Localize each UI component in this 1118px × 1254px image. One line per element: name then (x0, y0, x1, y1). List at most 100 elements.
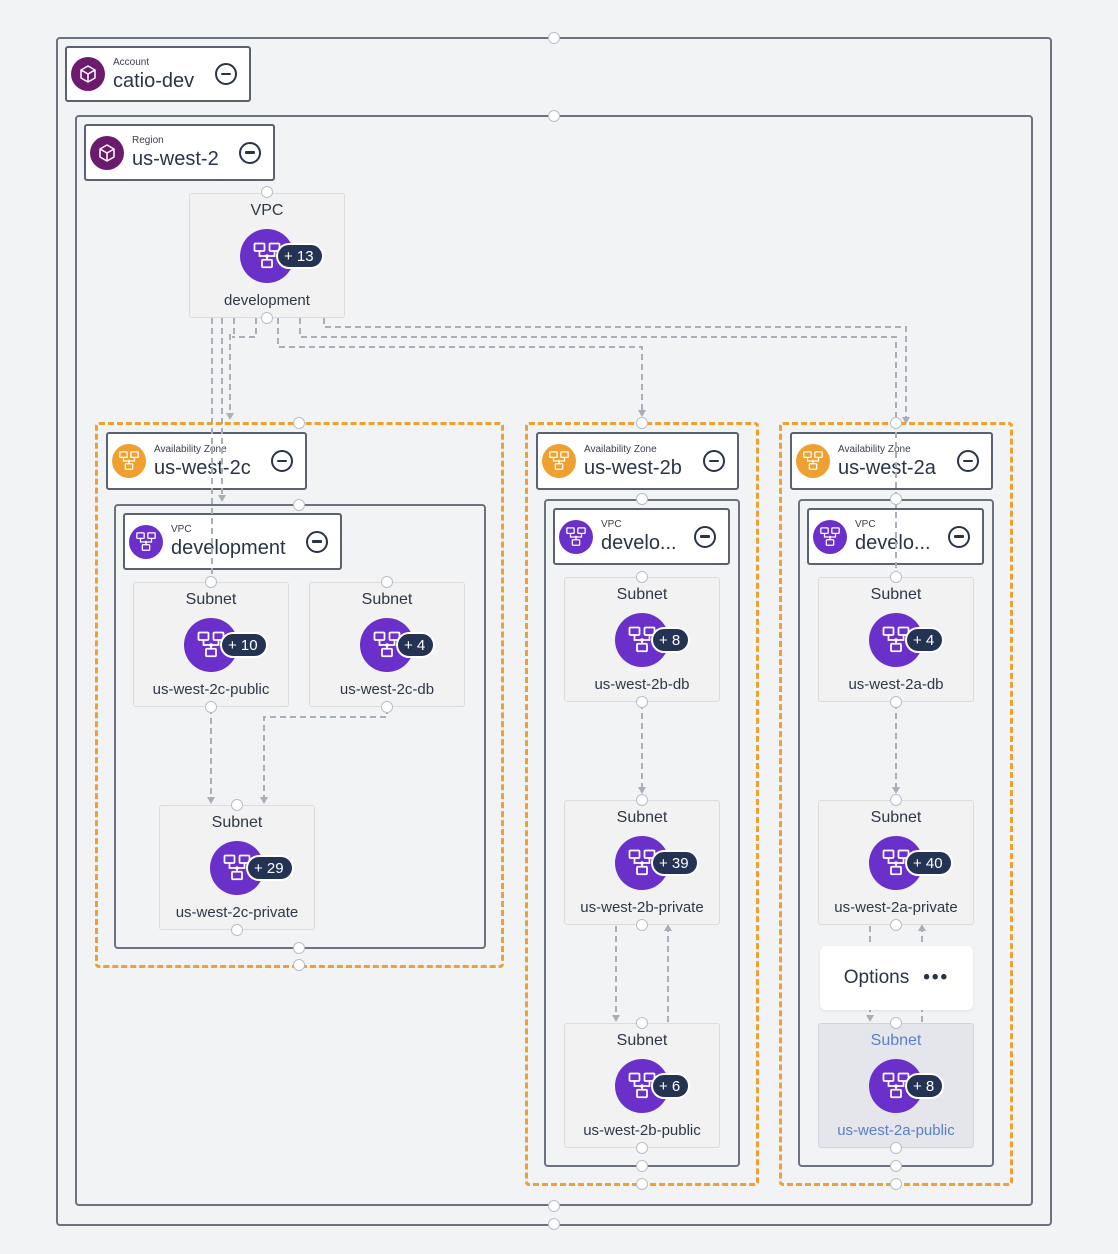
port[interactable] (636, 1017, 648, 1029)
port[interactable] (261, 186, 273, 198)
subnet-us-west-2c-public[interactable]: Subnet + 10 us-west-2c-public (133, 582, 289, 707)
collapse-icon[interactable] (957, 450, 979, 472)
port[interactable] (381, 576, 393, 588)
region-header[interactable]: Region us-west-2 (84, 124, 275, 181)
port[interactable] (293, 942, 305, 954)
collapse-icon[interactable] (694, 525, 716, 548)
port[interactable] (890, 571, 902, 583)
node-label: us-west-2a-db (848, 676, 944, 693)
node-type: Subnet (185, 591, 237, 608)
node-type: Subnet (616, 809, 668, 826)
node-type: Subnet (361, 591, 413, 608)
zone-header-2a[interactable]: Availability Zone us-west-2a (790, 432, 993, 490)
port[interactable] (293, 417, 305, 429)
port[interactable] (890, 1160, 902, 1172)
resource-count-badge: + 10 (220, 632, 268, 658)
resource-count-badge: + 29 (246, 855, 294, 881)
collapse-icon[interactable] (948, 525, 970, 548)
vpc-header-2c[interactable]: VPC development (123, 513, 342, 570)
account-title: catio-dev (113, 69, 195, 92)
port[interactable] (636, 1142, 648, 1154)
resource-count-badge: + 8 (651, 627, 691, 653)
network-icon (813, 519, 847, 554)
resource-count-badge: + 39 (651, 850, 699, 876)
port[interactable] (890, 493, 902, 505)
port[interactable] (636, 919, 648, 931)
zone-title: us-west-2a (838, 456, 936, 479)
subnet-us-west-2a-db[interactable]: Subnet + 4 us-west-2a-db (818, 577, 974, 702)
port[interactable] (890, 417, 902, 429)
node-label: us-west-2c-db (339, 681, 435, 698)
port[interactable] (890, 1178, 902, 1190)
port[interactable] (890, 919, 902, 931)
region-title: us-west-2 (132, 148, 219, 170)
port[interactable] (636, 571, 648, 583)
resource-count-badge: + 4 (905, 627, 945, 653)
port[interactable] (261, 312, 273, 324)
port[interactable] (548, 32, 560, 44)
port[interactable] (205, 701, 217, 713)
port[interactable] (293, 499, 305, 511)
zone-header-2c[interactable]: Availability Zone us-west-2c (106, 432, 307, 490)
node-type: Subnet (870, 809, 922, 826)
vpc-subtitle: VPC (601, 519, 622, 530)
account-header[interactable]: Account catio-dev (65, 46, 251, 102)
subnet-us-west-2c-db[interactable]: Subnet + 4 us-west-2c-db (309, 582, 465, 707)
options-label: Options (843, 967, 910, 988)
subnet-us-west-2a-public[interactable]: Subnet + 8 us-west-2a-public (818, 1023, 974, 1148)
port[interactable] (636, 417, 648, 429)
resource-count-badge: + 6 (651, 1073, 691, 1099)
node-type: Subnet (616, 586, 668, 603)
subnet-us-west-2b-public[interactable]: Subnet + 6 us-west-2b-public (564, 1023, 720, 1148)
port[interactable] (381, 701, 393, 713)
collapse-icon[interactable] (215, 63, 237, 85)
collapse-icon[interactable] (239, 141, 261, 164)
port[interactable] (636, 1160, 648, 1172)
vpc-title: develo... (855, 532, 931, 554)
node-label: us-west-2c-private (175, 904, 299, 921)
port[interactable] (231, 924, 243, 936)
resource-count-badge: + 8 (905, 1073, 945, 1099)
port[interactable] (890, 1142, 902, 1154)
port[interactable] (636, 794, 648, 806)
vpc-title: develo... (601, 532, 677, 554)
subnet-us-west-2b-db[interactable]: Subnet + 8 us-west-2b-db (564, 577, 720, 702)
port[interactable] (231, 799, 243, 811)
zone-title: us-west-2b (584, 456, 682, 479)
port[interactable] (890, 696, 902, 708)
zone-header-2b[interactable]: Availability Zone us-west-2b (536, 432, 739, 490)
network-icon (796, 444, 830, 478)
node-type: Subnet (870, 586, 922, 603)
port[interactable] (548, 110, 560, 122)
node-label: us-west-2b-db (594, 676, 690, 693)
node-label: us-west-2a-private (834, 899, 958, 916)
node-label: us-west-2c-public (152, 681, 270, 698)
node-label: us-west-2b-private (580, 899, 704, 916)
vpc-subtitle: VPC (855, 519, 876, 530)
collapse-icon[interactable] (271, 450, 293, 472)
port[interactable] (205, 576, 217, 588)
zone-title: us-west-2c (154, 456, 251, 479)
port[interactable] (548, 1218, 560, 1230)
cube-icon (71, 57, 105, 91)
port[interactable] (636, 493, 648, 505)
port[interactable] (293, 959, 305, 971)
port[interactable] (890, 794, 902, 806)
vpc-header-2b[interactable]: VPC develo... (553, 508, 730, 565)
node-label: development (224, 292, 310, 309)
resource-count-badge: + 40 (905, 850, 953, 876)
port[interactable] (890, 1017, 902, 1029)
network-icon (615, 613, 669, 667)
vpc-node-development[interactable]: VPC + 13 development (189, 193, 345, 318)
collapse-icon[interactable] (306, 530, 328, 553)
subnet-us-west-2a-private[interactable]: Subnet + 40 us-west-2a-private (818, 800, 974, 925)
port[interactable] (636, 1178, 648, 1190)
subnet-us-west-2b-private[interactable]: Subnet + 39 us-west-2b-private (564, 800, 720, 925)
options-menu-button[interactable]: Options ••• (820, 946, 973, 1010)
port[interactable] (548, 1200, 560, 1212)
zone-subtitle: Availability Zone (154, 443, 227, 455)
port[interactable] (636, 696, 648, 708)
subnet-us-west-2c-private[interactable]: Subnet + 29 us-west-2c-private (159, 805, 315, 930)
collapse-icon[interactable] (703, 450, 725, 472)
node-type: Subnet (211, 814, 263, 831)
